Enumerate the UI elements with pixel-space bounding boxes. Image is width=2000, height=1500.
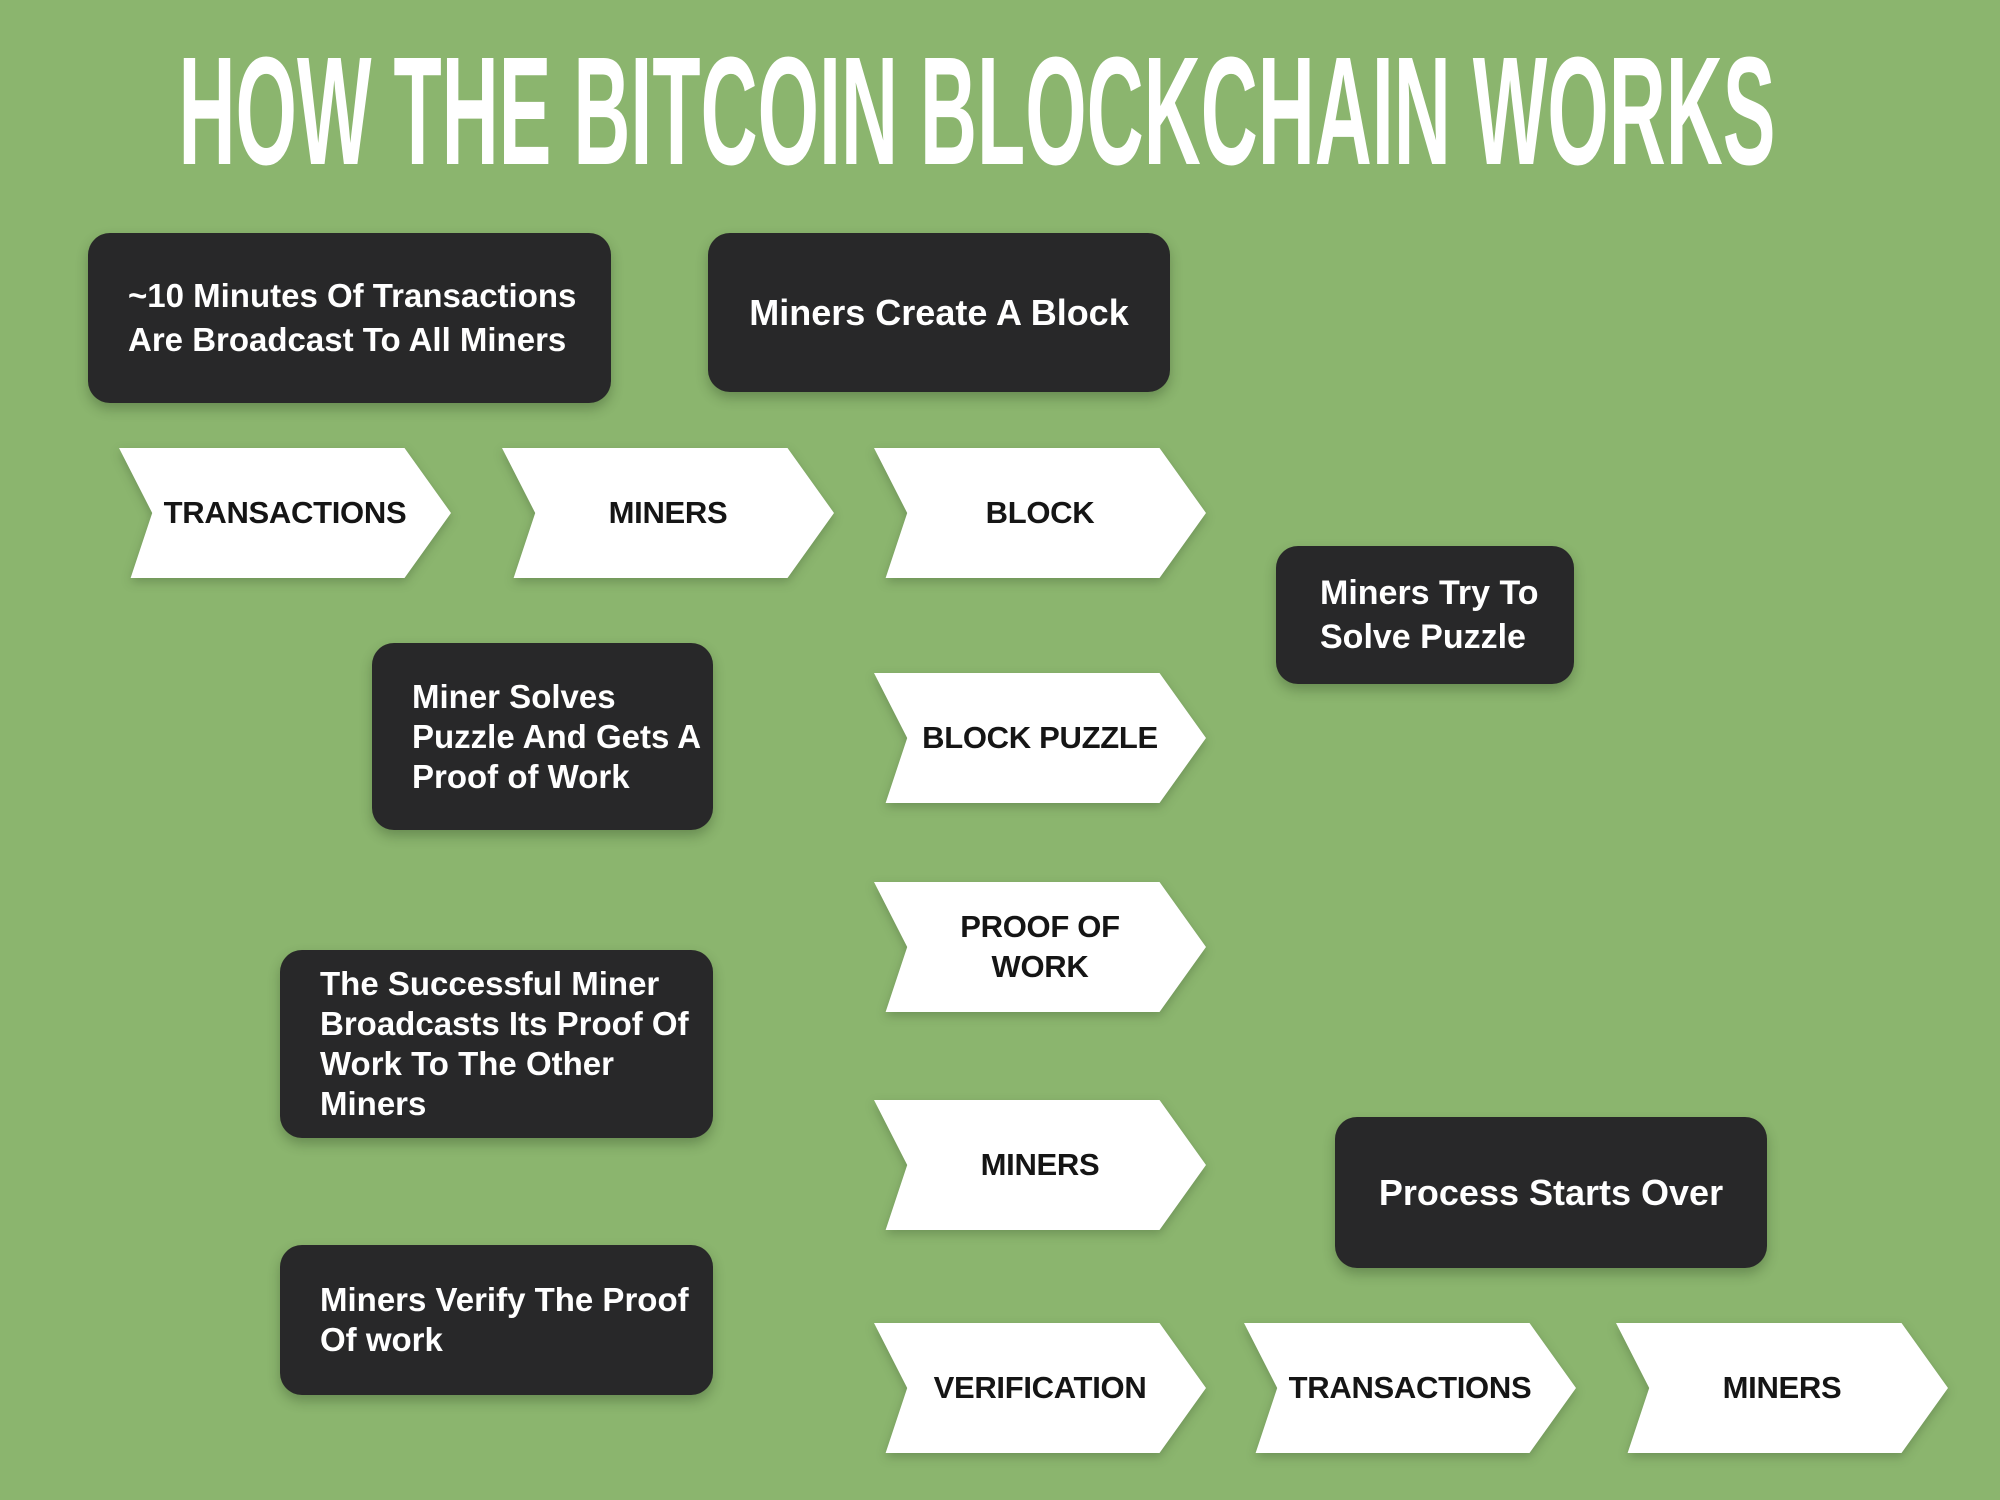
chevron-right-icon: MINERS <box>502 448 834 578</box>
note-broadcast-minutes: ~10 Minutes Of Transactions Are Broadcas… <box>88 233 611 403</box>
flow-arrow-proof-of-work-label: PROOF OF WORK <box>960 909 1120 984</box>
note-verify-proof-text: Miners Verify The Proof Of work <box>320 1281 689 1358</box>
chevron-right-icon: BLOCK PUZZLE <box>874 673 1206 803</box>
chevron-right-icon: TRANSACTIONS <box>1244 1323 1576 1453</box>
chevron-right-icon: VERIFICATION <box>874 1323 1206 1453</box>
note-create-block: Miners Create A Block <box>708 233 1170 392</box>
flow-arrow-transactions-2-label: TRANSACTIONS <box>1288 1370 1532 1405</box>
flow-arrow-proof-of-work: PROOF OF WORK <box>874 882 1206 1012</box>
flow-arrow-block-puzzle: BLOCK PUZZLE <box>874 673 1206 803</box>
flow-arrow-miners-3-label: MINERS <box>1722 1370 1842 1405</box>
flow-arrow-miners-2: MINERS <box>874 1100 1206 1230</box>
flow-arrow-block-label: BLOCK <box>985 495 1095 530</box>
flow-arrow-block: BLOCK <box>874 448 1206 578</box>
flow-arrow-miners-2-label: MINERS <box>980 1147 1100 1182</box>
flow-arrow-miners-3: MINERS <box>1616 1323 1948 1453</box>
note-broadcast-proof-text: The Successful Miner Broadcasts Its Proo… <box>320 965 689 1122</box>
chevron-right-icon: BLOCK <box>874 448 1206 578</box>
note-process-restart: Process Starts Over <box>1335 1117 1767 1268</box>
note-try-solve: Miners Try To Solve Puzzle <box>1276 546 1574 684</box>
chevron-right-icon: TRANSACTIONS <box>119 448 451 578</box>
note-verify-proof: Miners Verify The Proof Of work <box>280 1245 713 1395</box>
chevron-right-icon: MINERS <box>874 1100 1206 1230</box>
flow-arrow-verification-label: VERIFICATION <box>933 1370 1147 1405</box>
chevron-right-icon: MINERS <box>1616 1323 1948 1453</box>
note-broadcast-minutes-text: ~10 Minutes Of Transactions Are Broadcas… <box>128 277 577 358</box>
flow-arrow-transactions-1: TRANSACTIONS <box>119 448 451 578</box>
flow-arrow-transactions-2: TRANSACTIONS <box>1244 1323 1576 1453</box>
flow-arrow-block-puzzle-label: BLOCK PUZZLE <box>922 720 1158 755</box>
note-solves-puzzle: Miner Solves Puzzle And Gets A Proof of … <box>372 643 713 830</box>
flow-arrow-miners-1: MINERS <box>502 448 834 578</box>
flow-arrow-transactions-1-label: TRANSACTIONS <box>163 495 407 530</box>
note-broadcast-proof: The Successful Miner Broadcasts Its Proo… <box>280 950 713 1138</box>
flow-arrow-verification: VERIFICATION <box>874 1323 1206 1453</box>
page-title-svg: HOW THE BITCOIN BLOCKCHAIN WORKS <box>179 25 1776 190</box>
note-try-solve-text: Miners Try To Solve Puzzle <box>1320 574 1539 656</box>
note-create-block-text: Miners Create A Block <box>749 291 1129 333</box>
flow-arrow-miners-1-label: MINERS <box>608 495 728 530</box>
chevron-right-icon: PROOF OF WORK <box>874 882 1206 1012</box>
note-process-restart-text: Process Starts Over <box>1378 1171 1724 1213</box>
note-solves-puzzle-text: Miner Solves Puzzle And Gets A Proof of … <box>412 677 702 795</box>
page-title: HOW THE BITCOIN BLOCKCHAIN WORKS <box>179 25 1776 190</box>
